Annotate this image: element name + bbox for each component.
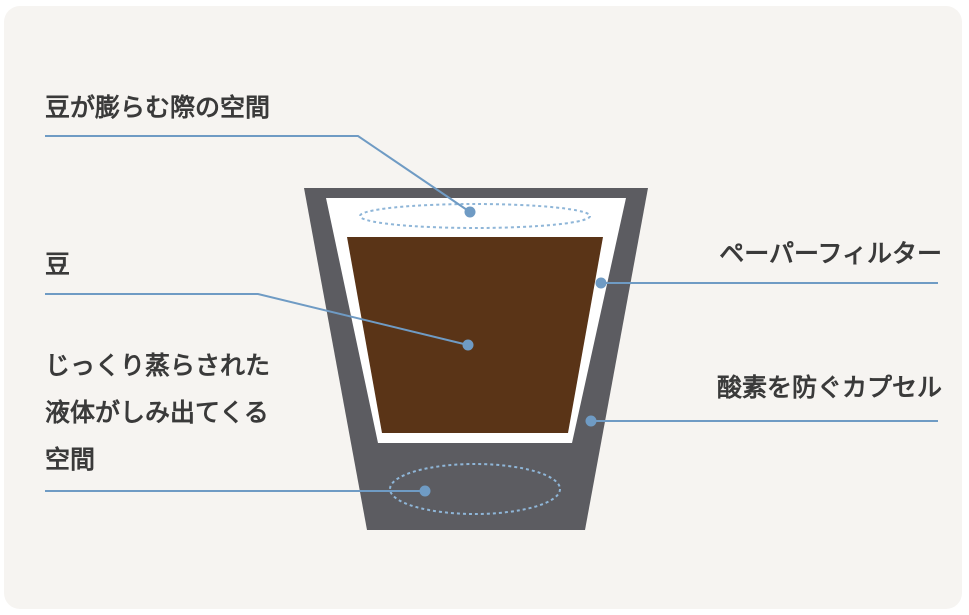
steeping-space-ellipse (389, 463, 561, 515)
leader-line-beans (45, 293, 469, 346)
leader-dot-beans (462, 339, 474, 351)
leader-line-expansion-space (45, 135, 471, 213)
label-steeping-space-line-3: 空間 (45, 445, 96, 474)
coffee-grounds (347, 237, 603, 433)
label-oxygen-barrier-capsule: 酸素を防ぐカプセル (716, 373, 942, 402)
leader-dot-capsule (585, 415, 597, 427)
label-steeping-space: じっくり蒸らされた 液体がしみ出てくる 空間 (45, 342, 270, 483)
label-beans: 豆 (45, 250, 71, 279)
expansion-space-ellipse (359, 203, 591, 229)
leader-dot-expansion-space (464, 206, 476, 218)
label-steeping-space-line-2: 液体がしみ出てくる (45, 398, 269, 427)
leader-dot-steeping-space (419, 485, 431, 497)
leader-dot-paper-filter (595, 277, 607, 289)
label-steeping-space-line-1: じっくり蒸らされた (45, 351, 271, 380)
label-bean-expansion-space: 豆が膨らむ際の空間 (45, 93, 271, 122)
label-paper-filter: ペーパーフィルター (719, 239, 942, 268)
